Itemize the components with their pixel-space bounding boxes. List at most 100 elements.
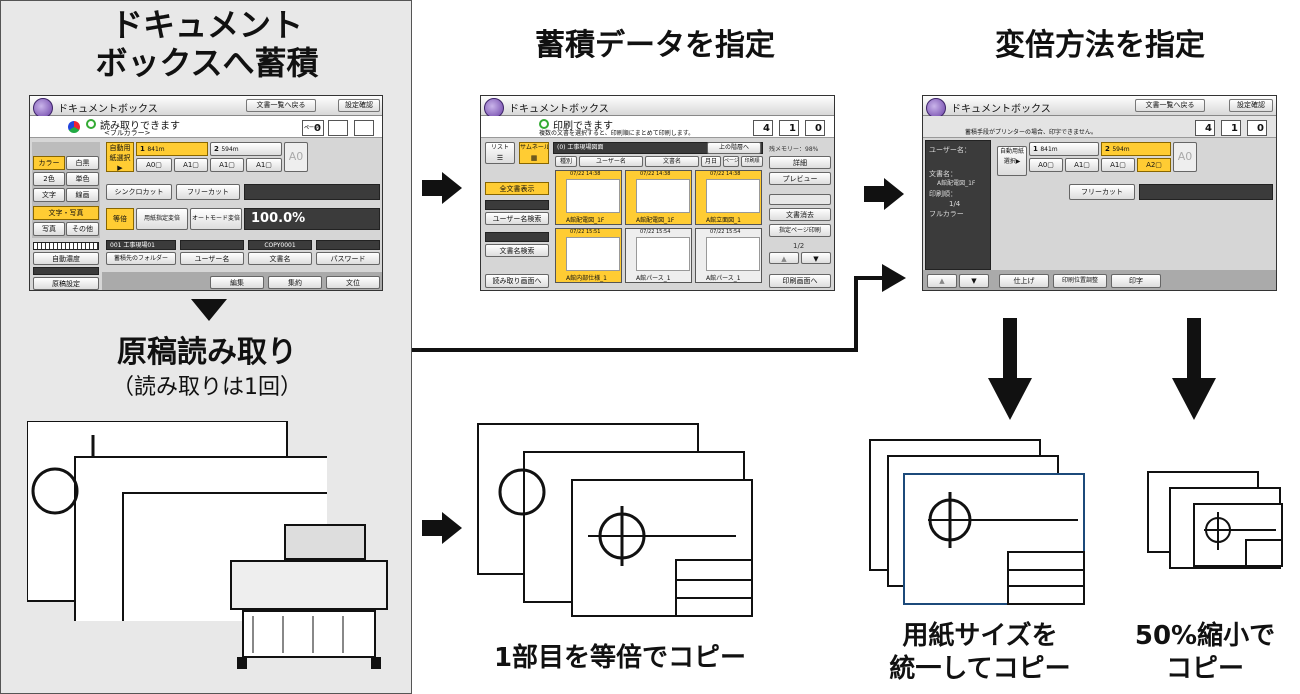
paper-spec-scale-button[interactable]: 用紙指定変倍 — [136, 208, 188, 230]
ready-circle-icon-2 — [539, 119, 549, 129]
thumbnail-image — [706, 179, 760, 213]
document-box-logo-icon-2 — [484, 98, 504, 118]
original-setting-button[interactable]: 原稿設定 — [33, 277, 99, 290]
density-slider[interactable] — [33, 242, 99, 250]
file-code-box: COPY0001 — [248, 240, 312, 250]
header-date[interactable]: 月日 — [701, 156, 721, 167]
thumbnail-date: 07/22 15:54 — [640, 229, 671, 235]
size-a1-button-1[interactable]: A1▢ — [174, 158, 208, 172]
color-mode-label: フルカラー — [929, 210, 964, 218]
screen3-page-up[interactable]: ▲ — [927, 274, 957, 288]
color-mode-bw[interactable]: 白黒 — [66, 156, 99, 170]
header-user[interactable]: ユーザー名 — [579, 156, 643, 167]
page-print-button[interactable]: 指定ページ印刷 — [769, 224, 831, 237]
original-line[interactable]: 線画 — [66, 188, 99, 202]
auto-scale-button[interactable]: オートモード変倍 — [190, 208, 242, 230]
tab-print-position[interactable]: 印刷位置調整 — [1053, 274, 1107, 288]
up-level-button[interactable]: 上の階層へ — [707, 142, 761, 154]
thumbnail-name: A館パース_1 — [706, 275, 741, 282]
thumbnail-date: 07/22 14:38 — [710, 171, 741, 177]
tab-imprint[interactable]: 印字 — [1111, 274, 1161, 288]
screen3-a0-roll[interactable]: A0 — [1173, 142, 1197, 172]
color-mode-2color[interactable]: 2色 — [33, 172, 65, 186]
size-a1-button-3[interactable]: A1▢ — [246, 158, 282, 172]
auto-paper-select[interactable]: 自動用紙選択▶ — [106, 142, 134, 172]
scan-panel: ドキュメント ボックスへ蓄積 ドキュメントボックス 文書一覧へ戻る 設定確認 読… — [0, 0, 412, 694]
free-cut-button[interactable]: フリーカット — [176, 184, 240, 200]
tray2-button[interactable]: 2 594m — [210, 142, 282, 156]
screen3-free-cut[interactable]: フリーカット — [1069, 184, 1135, 200]
tab-aggregate[interactable]: 集約 — [268, 276, 322, 289]
delete-doc-button[interactable]: 文書消去 — [769, 208, 831, 221]
sync-cut-button[interactable]: シンクロカット — [106, 184, 172, 200]
folder-button[interactable]: 蓄積先のフォルダー — [106, 252, 176, 265]
tab-finish[interactable]: 仕上げ — [999, 274, 1049, 288]
original-other[interactable]: その他 — [66, 222, 99, 236]
screen3-back-button[interactable]: 文書一覧へ戻る — [1135, 99, 1205, 112]
search-user-button[interactable]: ユーザー名検索 — [485, 212, 549, 225]
screen3-settings-button[interactable]: 設定確認 — [1229, 99, 1273, 112]
output-reduced — [1147, 471, 1283, 569]
doc-name-button[interactable]: 文書名 — [248, 252, 312, 265]
page-down-button[interactable]: ▼ — [801, 252, 831, 264]
header-order[interactable]: 印刷順 — [741, 156, 763, 167]
original-photo[interactable]: 写真 — [33, 222, 65, 236]
header-doc[interactable]: 文書名 — [645, 156, 699, 167]
equal-scale-button[interactable]: 等倍 — [106, 208, 134, 230]
screen3-auto-select[interactable]: 自動用紙選択▶ — [997, 146, 1027, 176]
screen3-tray2[interactable]: 2 594m — [1101, 142, 1171, 156]
header-type[interactable]: 種別 — [555, 156, 577, 167]
search-doc-button[interactable]: 文書名検索 — [485, 244, 549, 257]
tab-position[interactable]: 文位 — [326, 276, 380, 289]
user-name-button[interactable]: ユーザー名 — [180, 252, 244, 265]
original-text[interactable]: 文字 — [33, 188, 65, 202]
screen-store: ドキュメントボックス 文書一覧へ戻る 設定確認 読み取りできます <フルカラー>… — [29, 95, 383, 291]
screen3-status-bar: 蓄積手段がプリンターの場合、印字できません。 — [923, 116, 1276, 138]
tray1-button[interactable]: 1 841m — [136, 142, 208, 156]
password-button[interactable]: パスワード — [316, 252, 380, 265]
back-to-list-button[interactable]: 文書一覧へ戻る — [246, 99, 316, 112]
original-text-photo[interactable]: 文字・写真 — [33, 206, 99, 220]
screen3-size-a1-2[interactable]: A1▢ — [1101, 158, 1135, 172]
disabled-button[interactable] — [769, 194, 831, 205]
caption-reduced-line1: 50%縮小で — [1134, 621, 1276, 651]
tab-edit[interactable]: 編集 — [210, 276, 264, 289]
settings-check-button[interactable]: 設定確認 — [338, 99, 380, 112]
screen3-size-a0[interactable]: A0▢ — [1029, 158, 1063, 172]
color-mode-single[interactable]: 単色 — [66, 172, 99, 186]
page-indicator: 1/2 — [793, 242, 805, 250]
screen3-size-a1-1[interactable]: A1▢ — [1065, 158, 1099, 172]
all-docs-button[interactable]: 全文書表示 — [485, 182, 549, 195]
size-a0-button[interactable]: A0▢ — [136, 158, 172, 172]
to-scan-button[interactable]: 読み取り画面へ — [485, 274, 549, 288]
screen3-title-bar: ドキュメントボックス 文書一覧へ戻る 設定確認 — [923, 96, 1276, 118]
to-print-button[interactable]: 印刷画面へ — [769, 274, 831, 288]
caption-unified-line1: 用紙サイズを — [902, 621, 1058, 651]
size-a1-button-2[interactable]: A1▢ — [210, 158, 244, 172]
density-control[interactable]: 自動濃度 — [33, 252, 99, 265]
page-up-button[interactable]: ▲ — [769, 252, 799, 264]
screen3-tray1[interactable]: 1 841m — [1029, 142, 1099, 156]
screen2-title-bar: ドキュメントボックス — [481, 96, 834, 118]
screen3-subtext: 蓄積手段がプリンターの場合、印字できません。 — [965, 129, 1097, 136]
screen3-page-down[interactable]: ▼ — [959, 274, 989, 288]
color-mode-color[interactable]: カラー — [33, 156, 65, 170]
header-page[interactable]: ページ — [723, 156, 739, 167]
screen3-size-a2[interactable]: A2▢ — [1137, 158, 1171, 172]
remaining-memory: 残メモリー：98% — [769, 146, 819, 153]
right-arrow-icon-2 — [864, 178, 904, 210]
thumbnail-view-tab[interactable]: サムネール▦ — [519, 142, 549, 164]
a0-roll-button[interactable]: A0 — [284, 142, 308, 172]
detail-button[interactable]: 詳細 — [769, 156, 831, 169]
mode-text: <フルカラー> — [104, 129, 151, 137]
list-view-tab[interactable]: リスト☰ — [485, 142, 515, 164]
cut-info-area — [244, 184, 380, 200]
preview-button[interactable]: プレビュー — [769, 172, 831, 185]
